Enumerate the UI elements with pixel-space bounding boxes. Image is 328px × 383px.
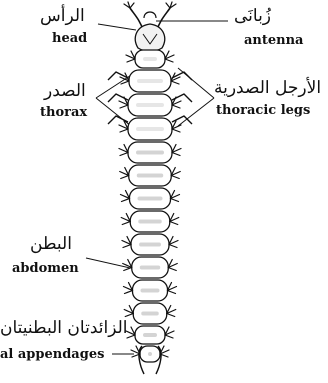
bristle-tuft: [125, 314, 133, 317]
bristle-tuft: [172, 153, 180, 156]
antenna-label-arabic: زُبانَى: [234, 8, 271, 25]
mandibles: [144, 12, 156, 18]
abdomen-label-arabic: البطن: [30, 236, 72, 253]
segment-band: [141, 312, 159, 316]
segment-band: [148, 352, 152, 356]
bristle-tuft: [172, 105, 180, 108]
thoracic-legs-leader-line-lower: [178, 98, 214, 126]
head-capsule: [135, 24, 164, 51]
anal-appendages-label-arabic: الزائدتان البطنيتان: [0, 320, 128, 337]
bristle-tuft: [127, 59, 135, 62]
head-leader-line: [98, 24, 136, 30]
bristle-tuft: [165, 59, 173, 62]
head-label: head: [52, 32, 87, 45]
segment-band: [137, 79, 163, 83]
bristle-tuft: [122, 199, 130, 202]
segment-band: [140, 266, 161, 270]
thoracic-legs-label-arabic: الأرجل الصدرية: [214, 80, 321, 97]
bristle-tuft: [122, 222, 130, 225]
bristle-tuft: [171, 176, 179, 179]
segment-band: [137, 174, 164, 178]
bristle-tuft: [168, 268, 176, 271]
bristle-tuft: [121, 176, 129, 179]
bristle-tuft: [120, 105, 128, 108]
bristle-tuft: [127, 335, 135, 338]
segment-band: [141, 289, 160, 293]
thorax-label-arabic: الصدر: [44, 83, 86, 100]
anal-appendages-label: al appendages: [0, 348, 104, 361]
segment-band: [139, 243, 161, 247]
thoracic-legs-label: thoracic legs: [216, 104, 310, 117]
antenna-bristle: [130, 3, 134, 8]
bristle-tuft: [168, 291, 176, 294]
segment-band: [138, 197, 163, 201]
bristle-tuft: [169, 245, 177, 248]
thorax-label: thorax: [40, 106, 87, 119]
bristle-tuft: [171, 81, 179, 84]
segment-band: [136, 103, 164, 107]
bristle-tuft: [125, 291, 133, 294]
bristle-tuft: [120, 129, 128, 132]
head-label-arabic: الرأس: [40, 8, 85, 25]
bristle-tuft: [170, 222, 178, 225]
segment-band: [136, 127, 164, 131]
bristle-tuft: [172, 129, 180, 132]
segment-band: [138, 220, 162, 224]
bristle-tuft: [171, 199, 179, 202]
segment-band: [143, 57, 157, 61]
segment-band: [136, 151, 164, 155]
bristle-tuft: [123, 245, 131, 248]
abdomen-leader-line: [86, 258, 130, 268]
antenna-bristle: [166, 3, 170, 8]
bristle-tuft: [167, 314, 175, 317]
segment-band: [143, 333, 157, 337]
bristle-tuft: [120, 153, 128, 156]
antenna-label: antenna: [244, 34, 303, 47]
abdomen-label: abdomen: [12, 262, 79, 275]
bristle-tuft: [165, 335, 173, 338]
